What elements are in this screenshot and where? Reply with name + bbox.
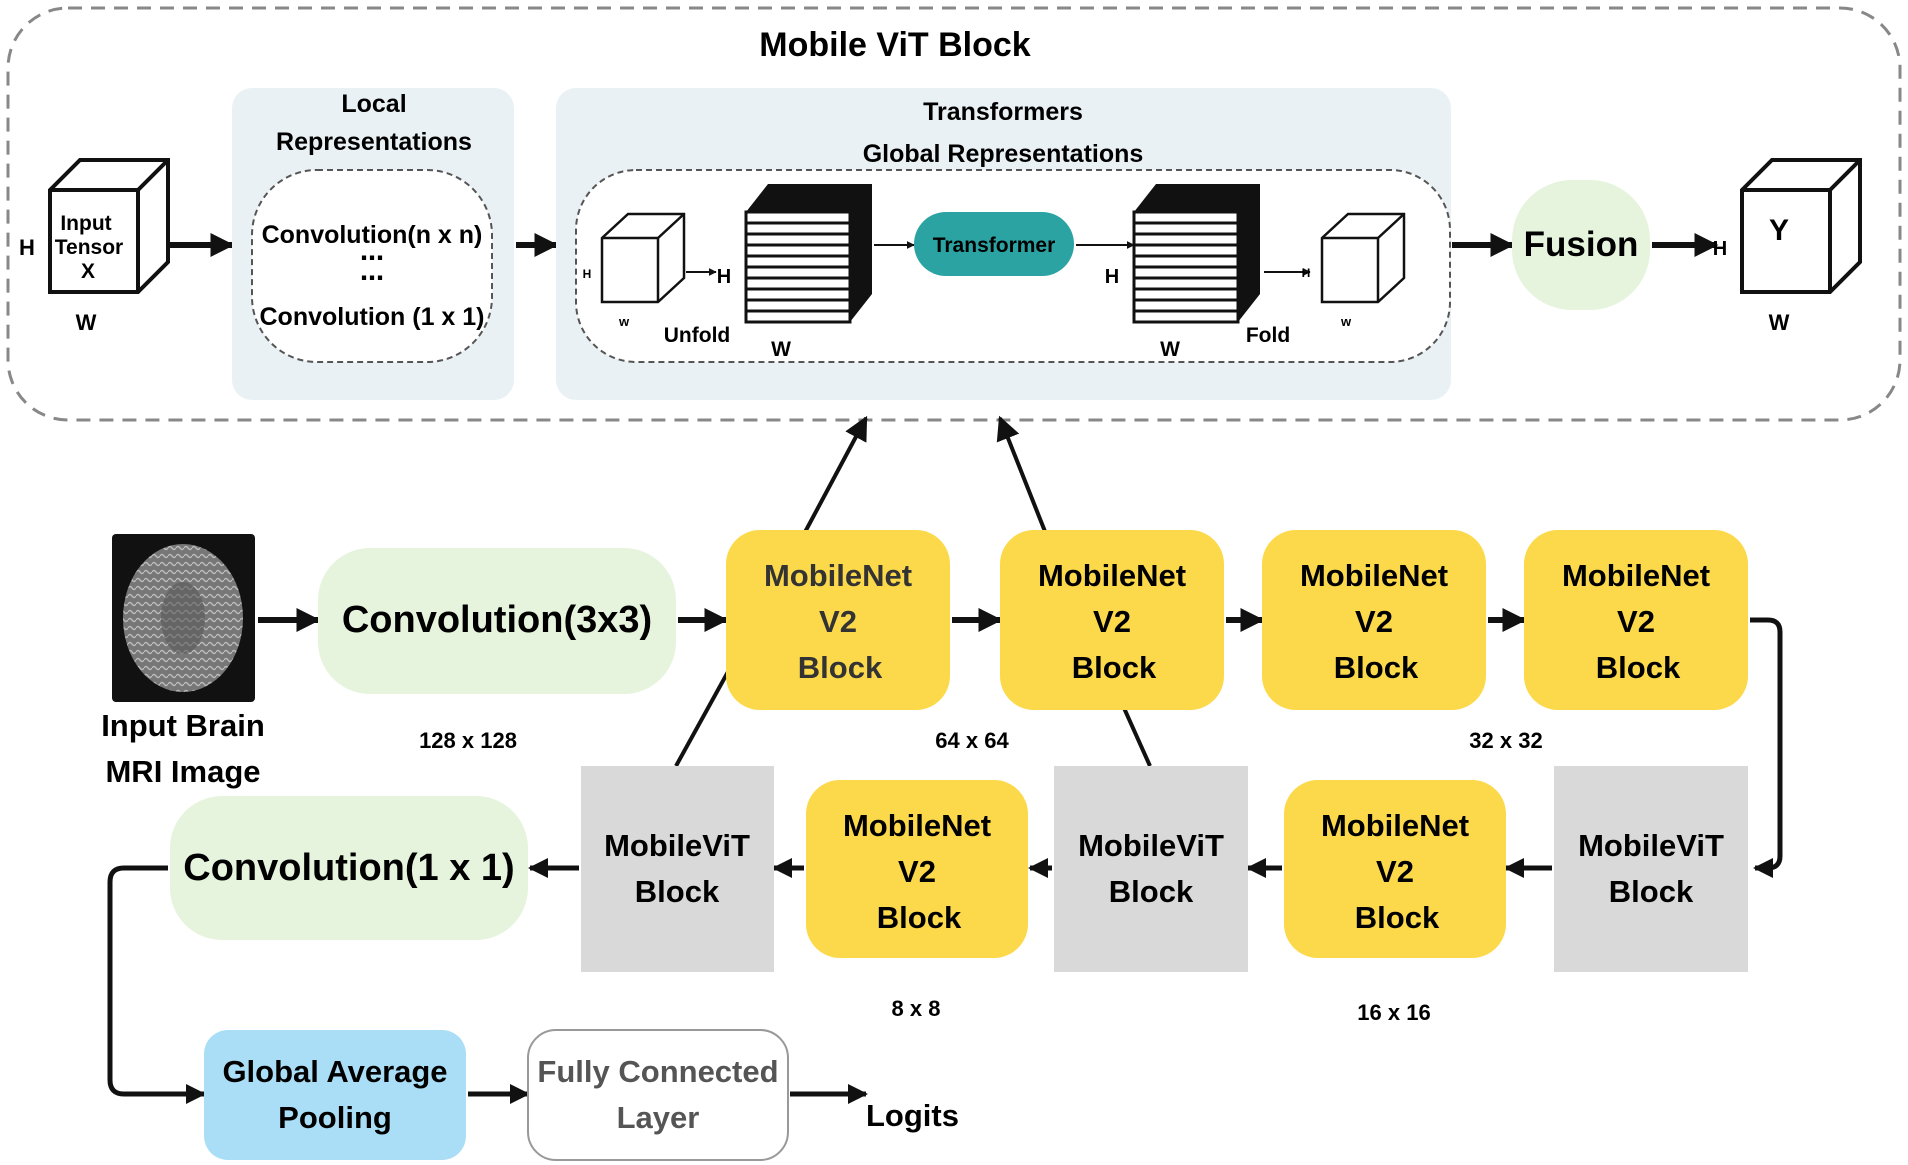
mobile-vit-block-title: Mobile ViT Block	[759, 26, 1031, 64]
stack2-w-label: W	[1160, 338, 1180, 361]
link-to-vit-detail-2b	[996, 415, 1048, 535]
local-representations-title: Local	[341, 90, 406, 118]
mobilenetv2-block-1	[726, 530, 950, 710]
input-tensor-label: Input	[60, 212, 111, 235]
local-representations-title: Representations	[276, 128, 472, 156]
unfolded-patches-stack	[744, 184, 872, 324]
global-average-pooling-block	[204, 1030, 466, 1160]
gap-label: Global Average	[222, 1054, 447, 1089]
size-16-label: 16 x 16	[1357, 1000, 1430, 1025]
mobilenetv2-label: MobileNet	[1038, 558, 1186, 593]
input-tensor-label: Tensor	[55, 236, 123, 259]
input-tensor-w-label: W	[76, 310, 97, 335]
unfold-label: Unfold	[664, 324, 730, 347]
transformer-label: Transformer	[933, 234, 1056, 257]
mobilevit-block-label: MobileViT	[1578, 828, 1724, 863]
conv1x1-label: Convolution(1 x 1)	[183, 847, 514, 889]
mobilevit-block-label: Block	[1109, 874, 1194, 909]
output-tensor-label: Y	[1769, 214, 1789, 247]
stack2-h-label: H	[1105, 266, 1119, 288]
small-cube2-w-label: w	[1340, 314, 1352, 329]
size-128-label: 128 x 128	[419, 728, 517, 753]
input-tensor-label: X	[81, 260, 95, 283]
mobilenetv2-label: V2	[1093, 604, 1131, 639]
mobilevit-block-2	[1054, 766, 1248, 972]
mobilenetv2-label: Block	[877, 900, 962, 935]
gap-label: Pooling	[278, 1100, 392, 1135]
small-input-cube	[600, 212, 686, 304]
mobilenetv2-label: MobileNet	[764, 558, 912, 593]
unfold-h-label: H	[717, 266, 731, 288]
mobilenetv2-block-4	[1524, 530, 1748, 710]
input-tensor-h-label: H	[19, 235, 35, 260]
mobilevit-block-label: MobileViT	[604, 828, 750, 863]
fusion-label: Fusion	[1524, 225, 1639, 264]
fusion-block	[1512, 180, 1650, 310]
mobilenetv2-label: Block	[1355, 900, 1440, 935]
transformed-patches-stack	[1132, 184, 1260, 324]
small-cube-w-label: w	[618, 314, 630, 329]
mobilenetv2-label: Block	[1072, 650, 1157, 685]
link-to-vit-detail-1b	[802, 415, 868, 535]
mobilevit-block-label: Block	[1609, 874, 1694, 909]
mobilenetv2-label: Block	[1596, 650, 1681, 685]
output-tensor-w-label: W	[1769, 310, 1790, 335]
fold-label: Fold	[1246, 324, 1290, 347]
conv3x3-block	[318, 548, 676, 694]
mobilenetv2-block-6	[1284, 780, 1506, 958]
small-output-cube	[1320, 212, 1406, 304]
mobilenetv2-label: V2	[819, 604, 857, 639]
fc-label: Fully Connected	[537, 1054, 778, 1089]
local-conv-nxn: Convolution(n x n)	[262, 221, 483, 249]
mobilenetv2-block-3	[1262, 530, 1486, 710]
mobilenetv2-label: Block	[1334, 650, 1419, 685]
mobilenetv2-block-5	[806, 780, 1028, 958]
small-cube-h-label: H	[583, 267, 592, 281]
conv3x3-label: Convolution(3x3)	[342, 599, 652, 641]
mobilenetv2-label: MobileNet	[843, 808, 991, 843]
stack1-w-label: W	[771, 338, 791, 361]
arrow-row1-to-row2	[1750, 617, 1783, 878]
global-representations-title: Transformers	[923, 98, 1083, 126]
mobile-vit-block-frame	[6, 6, 1902, 422]
mobilenetv2-label: V2	[1617, 604, 1655, 639]
fc-label: Layer	[617, 1100, 700, 1135]
input-image-label: Input Brain	[101, 708, 265, 743]
size-8-label: 8 x 8	[892, 996, 941, 1021]
local-dots: ⋯	[360, 265, 384, 292]
local-conv-1x1: Convolution (1 x 1)	[260, 303, 485, 331]
logits-label: Logits	[866, 1098, 959, 1133]
local-conv-box	[251, 169, 493, 363]
mobilevit-block-1	[581, 766, 774, 972]
mobilenetv2-label: MobileNet	[1321, 808, 1469, 843]
input-tensor-cube	[48, 158, 170, 294]
size-64-label: 64 x 64	[935, 728, 1009, 753]
mobilevit-block-label: MobileViT	[1078, 828, 1224, 863]
mobilenetv2-label: MobileNet	[1300, 558, 1448, 593]
output-tensor-cube	[1740, 158, 1862, 294]
global-representations-title: Global Representations	[863, 140, 1144, 168]
conv1x1-block	[170, 796, 528, 940]
fully-connected-block	[527, 1029, 789, 1161]
mobilenetv2-label: Block	[798, 650, 883, 685]
mobilenetv2-label: MobileNet	[1562, 558, 1710, 593]
size-32-label: 32 x 32	[1469, 728, 1542, 753]
transformer-block	[914, 212, 1074, 276]
mobilevit-block-3	[1554, 766, 1748, 972]
fold-h-label: H	[1302, 266, 1311, 280]
mobilevit-block-label: Block	[635, 874, 720, 909]
output-h-label: H	[1713, 238, 1727, 260]
mobilenetv2-label: V2	[1355, 604, 1393, 639]
mobilenetv2-label: V2	[1376, 854, 1414, 889]
mobilenetv2-block-2	[1000, 530, 1224, 710]
input-image-label: MRI Image	[105, 754, 260, 789]
mobilenetv2-label: V2	[898, 854, 936, 889]
arrow-conv1x1-to-gap	[107, 865, 206, 1104]
local-dots: ⋯	[360, 245, 384, 272]
